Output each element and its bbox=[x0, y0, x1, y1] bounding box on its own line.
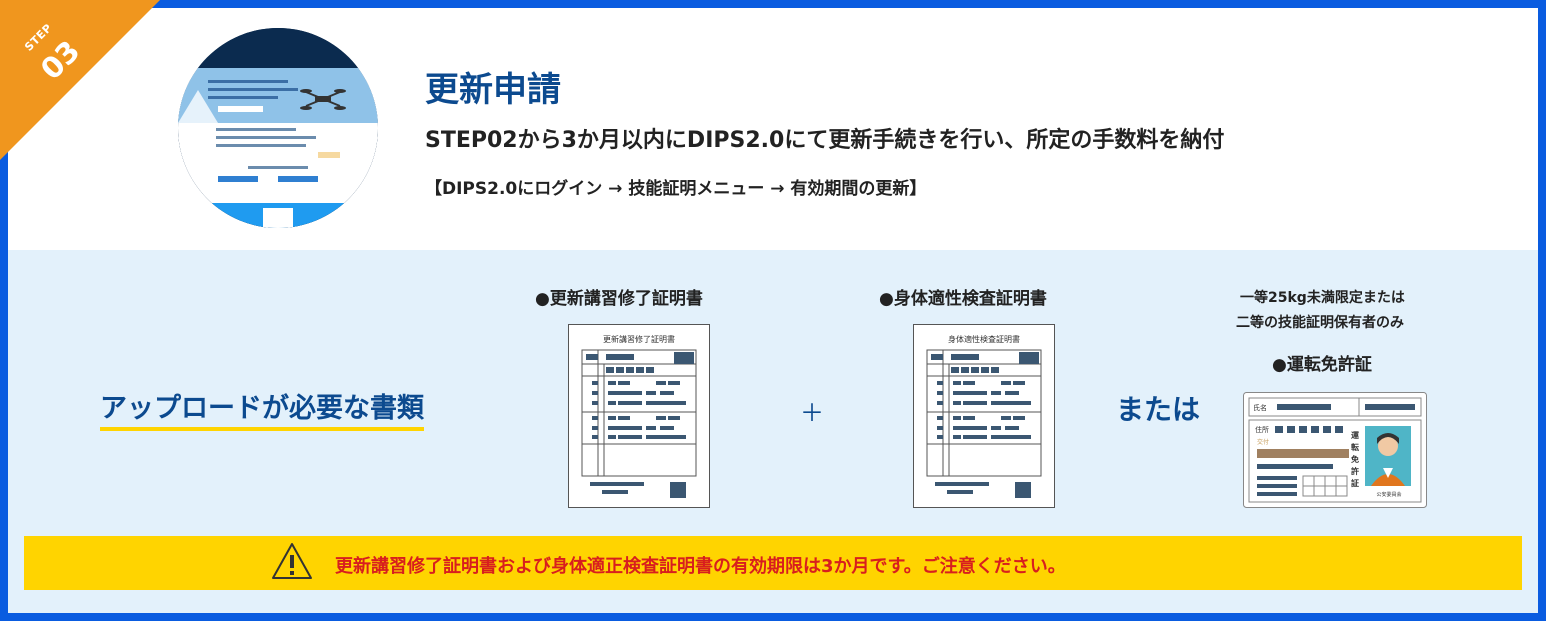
svg-text:運: 運 bbox=[1351, 430, 1359, 440]
drone-icon bbox=[300, 89, 346, 110]
or-label: または bbox=[1116, 393, 1201, 426]
cert1-form-title: 更新講習修了証明書 bbox=[603, 334, 675, 344]
required-documents-label: アップロードが必要な書類 bbox=[100, 386, 424, 431]
warning-bar bbox=[24, 536, 1522, 590]
drivers-license-icon: 氏名 住所 交付 運転免 許証 公安委員会 bbox=[1243, 392, 1427, 512]
warning-message: 更新講習修了証明書および身体適正検査証明書の有効期限は3か月です。ご注意ください… bbox=[335, 556, 1066, 577]
cert2-form-title: 身体適性検査証明書 bbox=[948, 334, 1020, 344]
svg-text:証: 証 bbox=[1351, 478, 1359, 488]
svg-text:免: 免 bbox=[1351, 454, 1359, 464]
dips-screen-illustration bbox=[178, 28, 378, 228]
cert2-title: ●身体適性検査証明書 bbox=[879, 289, 1047, 309]
step-description: STEP02から3か月以内にDIPS2.0にて更新手続きを行い、所定の手数料を納… bbox=[425, 128, 1225, 153]
svg-text:転: 転 bbox=[1351, 442, 1359, 452]
cert1-document-icon: 更新講習修了証明書 bbox=[568, 324, 710, 512]
license-title: ●運転免許証 bbox=[1272, 355, 1372, 375]
navigation-path: 【DIPS2.0にログイン → 技能証明メニュー → 有効期間の更新】 bbox=[425, 179, 927, 199]
license-address-label: 住所 bbox=[1255, 425, 1269, 434]
page-title: 更新申請 bbox=[425, 70, 561, 110]
warning-triangle-icon bbox=[270, 541, 314, 585]
license-issuer: 公安委員会 bbox=[1376, 491, 1401, 498]
license-note-line2: 二等の技能証明保有者のみ bbox=[1236, 315, 1404, 331]
plus-sign: ＋ bbox=[800, 399, 824, 427]
license-note-line1: 一等25kg未満限定または bbox=[1240, 290, 1405, 306]
license-issued-label: 交付 bbox=[1257, 438, 1269, 446]
svg-text:許: 許 bbox=[1351, 466, 1359, 476]
step-ribbon: STEP 03 bbox=[0, 0, 170, 170]
license-name-label: 氏名 bbox=[1253, 403, 1267, 412]
license-vertical-label: 運転免 許証 bbox=[1351, 430, 1359, 488]
cert1-title: ●更新講習修了証明書 bbox=[535, 289, 703, 309]
cert2-document-icon: 身体適性検査証明書 bbox=[913, 324, 1055, 512]
